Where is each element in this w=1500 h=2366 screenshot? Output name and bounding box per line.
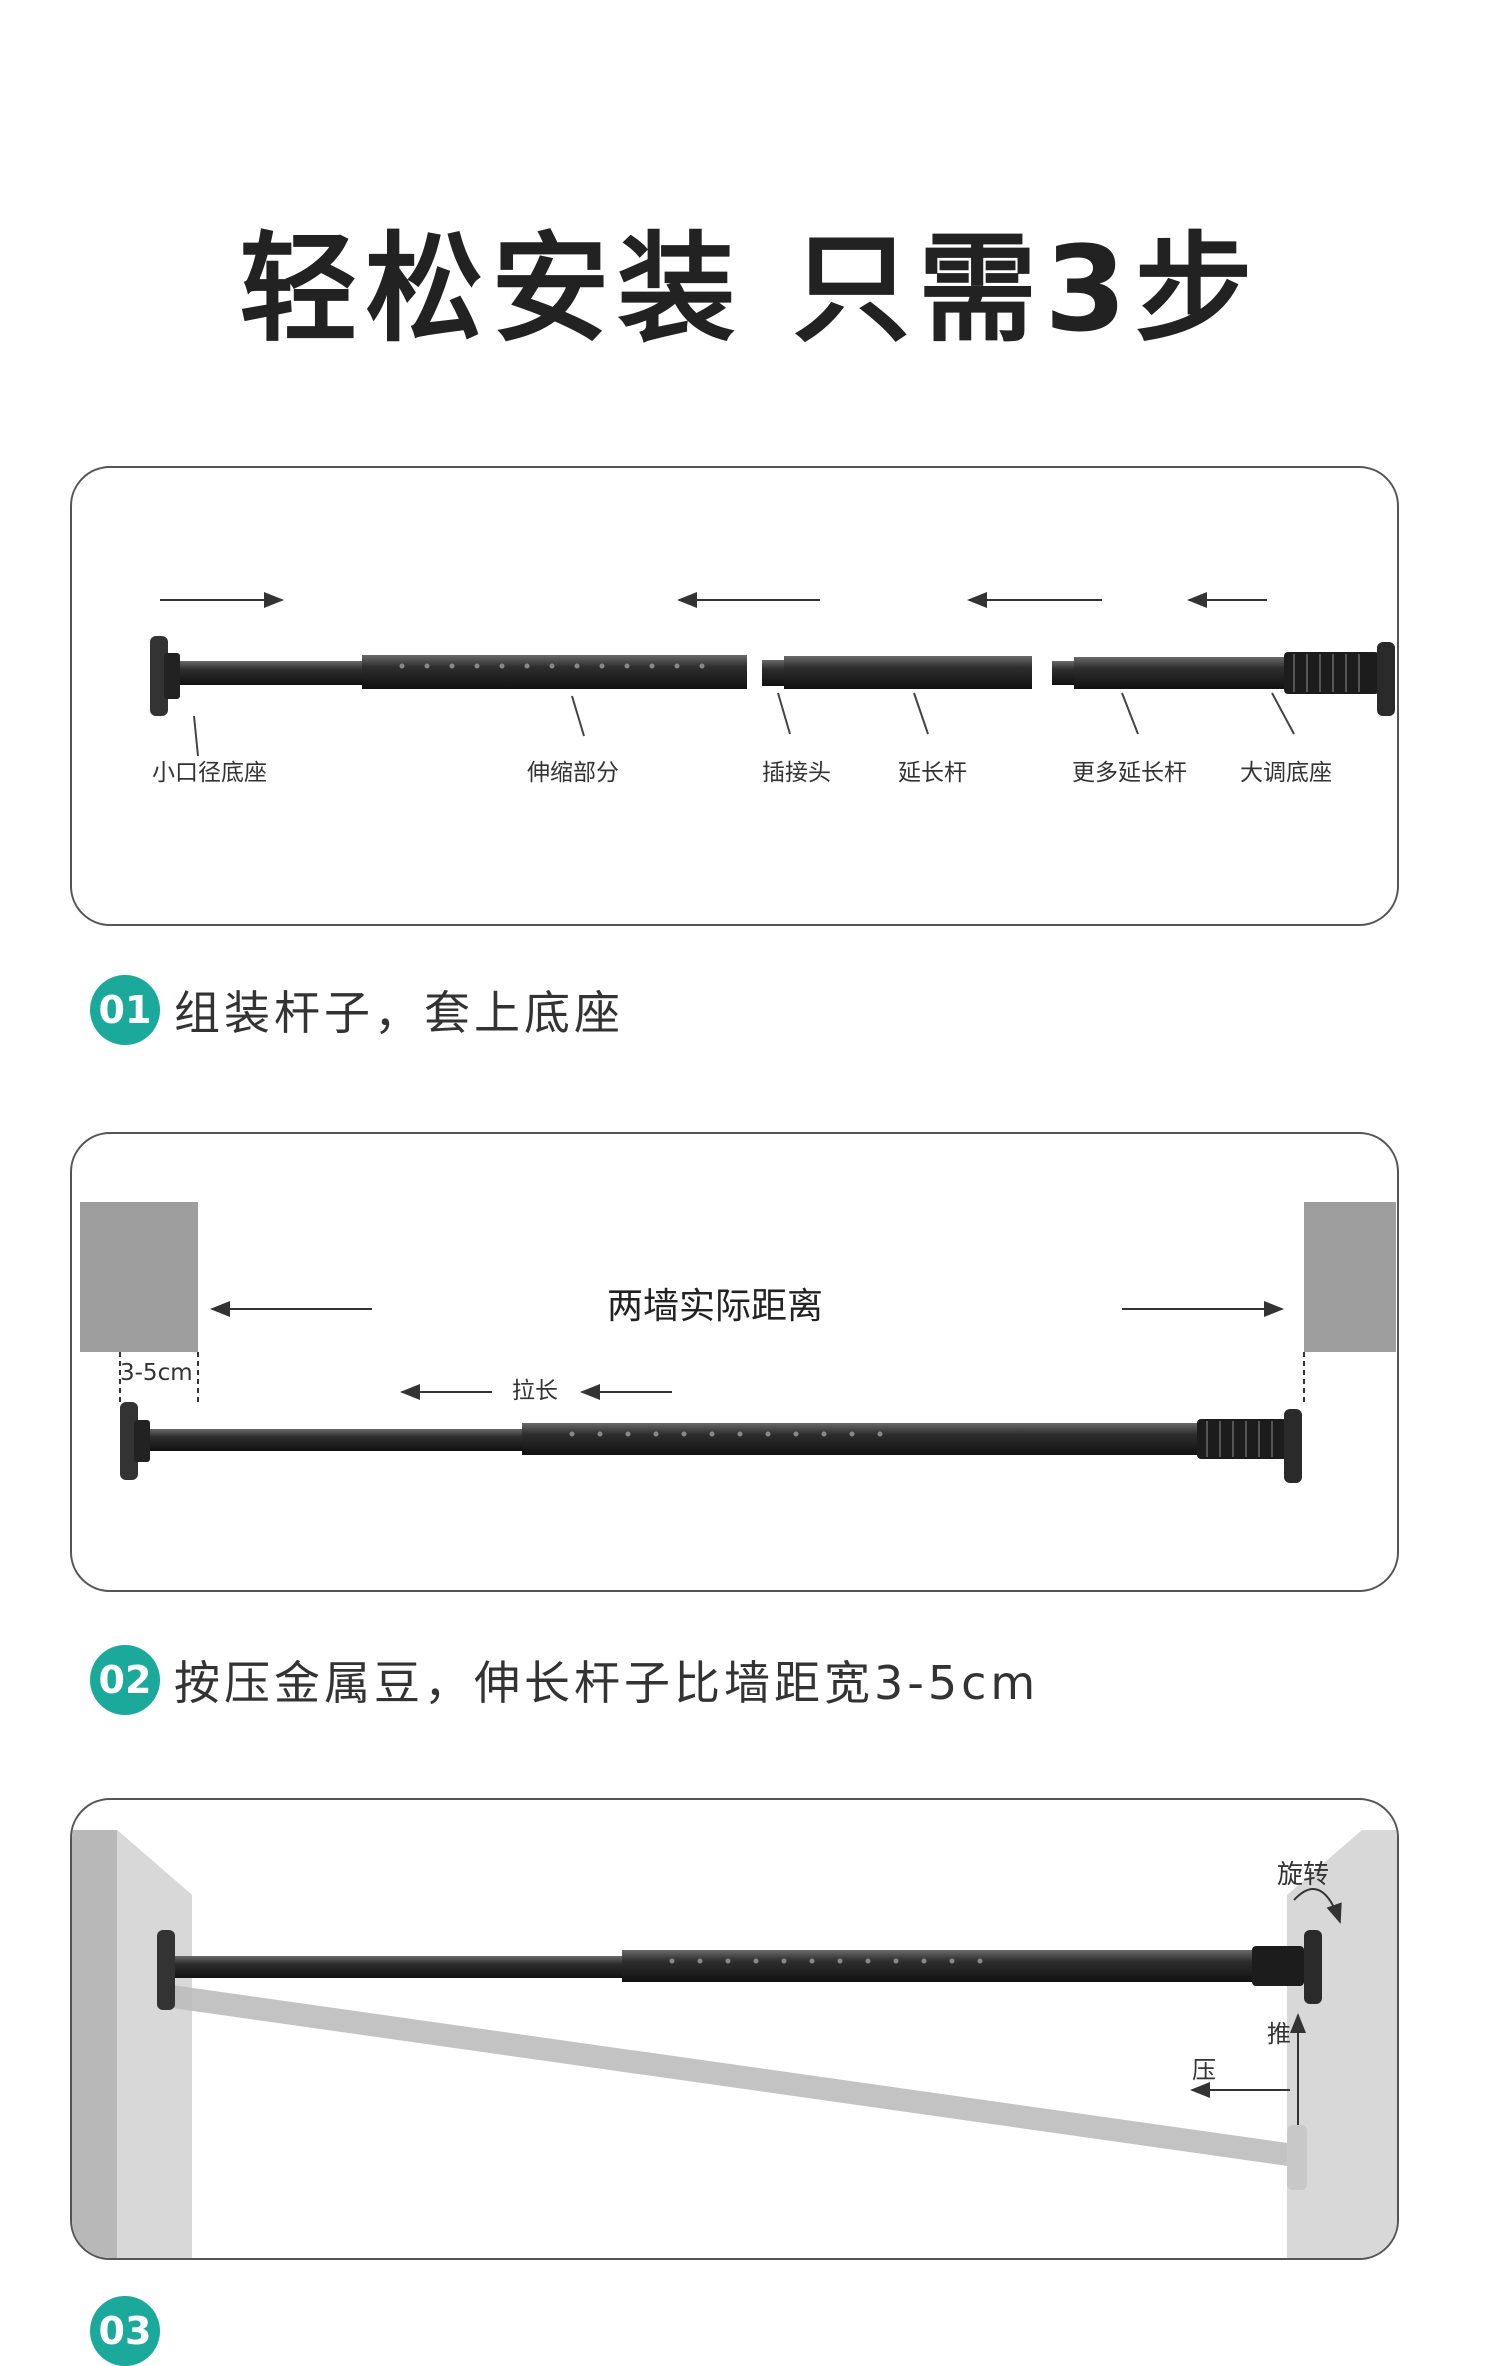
left-base [120,1402,138,1480]
rod-thin [180,661,365,685]
rod-telescopic [622,1950,1272,1982]
right-base [1284,1409,1302,1483]
label-big-base: 大调底座 [1240,760,1332,786]
label-extension: 延长杆 [898,760,967,786]
step-text: 组装杆子，套上底座 [174,986,624,1040]
step-03: 03 [90,2296,160,2366]
rod-telescopic [522,1423,1222,1455]
press-label: 压 [1192,2056,1216,2084]
rotate-arrow [1293,1888,1342,1924]
parts-diagram [150,592,1395,757]
step-01: 01 组装杆子，套上底座 [90,975,624,1045]
step-badge: 02 [90,1645,160,1715]
label-more-extension: 更多延长杆 [1072,760,1187,786]
more-extension-rod [1074,657,1284,689]
gap-label: 3-5cm [120,1360,193,1386]
right-base [1304,1930,1322,2004]
step-badge: 01 [90,975,160,1045]
stretch-label: 拉长 [512,1378,558,1404]
stretch-panel: 两墙实际距离 3-5cm 拉长 [70,1132,1399,1592]
big-base [1377,642,1395,716]
label-small-base: 小口径底座 [152,760,267,786]
big-base-knob [1284,652,1379,694]
adjust-holes [399,663,705,669]
label-telescopic: 伸缩部分 [527,760,619,786]
page-title: 轻松安装 只需3步 [239,220,1261,358]
adjust-holes [569,1431,883,1437]
left-base [157,1930,175,2010]
extension-rod [784,656,1032,689]
push-label: 推 [1267,2020,1291,2048]
install-panel: 旋转 推 压 [70,1798,1399,2260]
right-knob [1252,1946,1304,1986]
left-wall [80,1202,198,1352]
rod-thin [175,1956,625,1978]
step-badge: 03 [90,2296,160,2366]
adjust-holes [669,1958,983,1964]
rotate-label: 旋转 [1277,1860,1330,1890]
stretch-diagram [80,1202,1396,1483]
rod-telescopic [362,655,747,689]
label-connector: 插接头 [762,760,831,786]
step-02: 02 按压金属豆，伸长杆子比墙距宽3-5cm [90,1645,1039,1715]
rod-thin [150,1429,525,1451]
right-wall [1304,1202,1396,1352]
ghost-rod [172,1985,1302,2168]
right-wall [1287,1830,1397,2258]
distance-label: 两墙实际距离 [607,1286,824,1327]
parts-panel: 小口径底座 伸缩部分 插接头 延长杆 更多延长杆 大调底座 [70,466,1399,926]
right-knob [1197,1419,1287,1459]
connector [762,660,784,686]
small-base [150,636,168,716]
step-text: 按压金属豆，伸长杆子比墙距宽3-5cm [174,1656,1040,1710]
install-diagram [72,1830,1397,2258]
